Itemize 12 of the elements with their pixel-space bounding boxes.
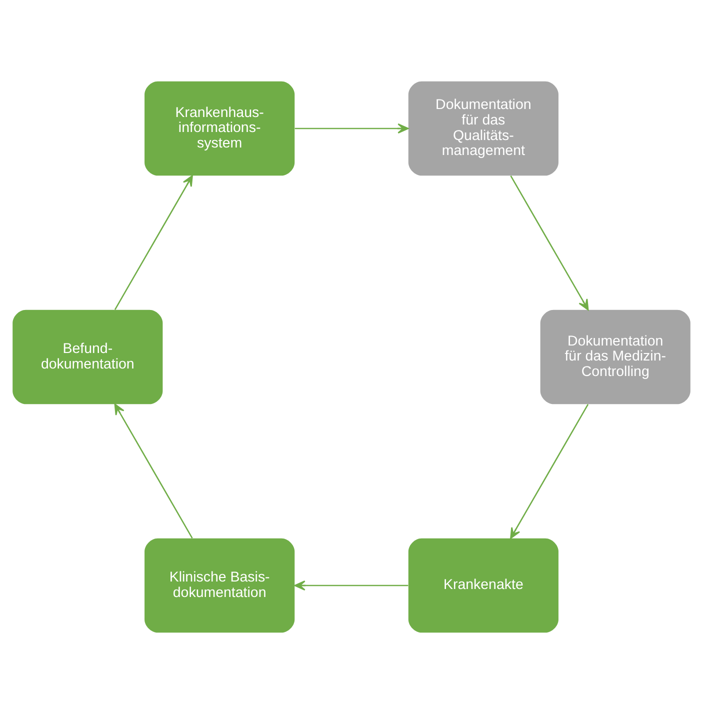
node-box: Befund- dokumentation bbox=[12, 310, 163, 404]
node-box: Dokumentation für das Medizin- Controlling bbox=[540, 310, 690, 404]
arrow bbox=[114, 175, 193, 310]
arrow bbox=[114, 404, 193, 538]
arrow bbox=[510, 404, 589, 539]
arrow bbox=[294, 580, 408, 591]
node-box: Klinische Basis- dokumentation bbox=[144, 538, 295, 633]
node-box: Krankenakte bbox=[408, 538, 558, 633]
node-box: Krankenhaus- informations- system bbox=[144, 81, 295, 176]
arrow bbox=[294, 123, 409, 134]
arrow bbox=[510, 176, 589, 310]
node-box: Dokumentation für das Qualitäts- management bbox=[408, 81, 558, 176]
